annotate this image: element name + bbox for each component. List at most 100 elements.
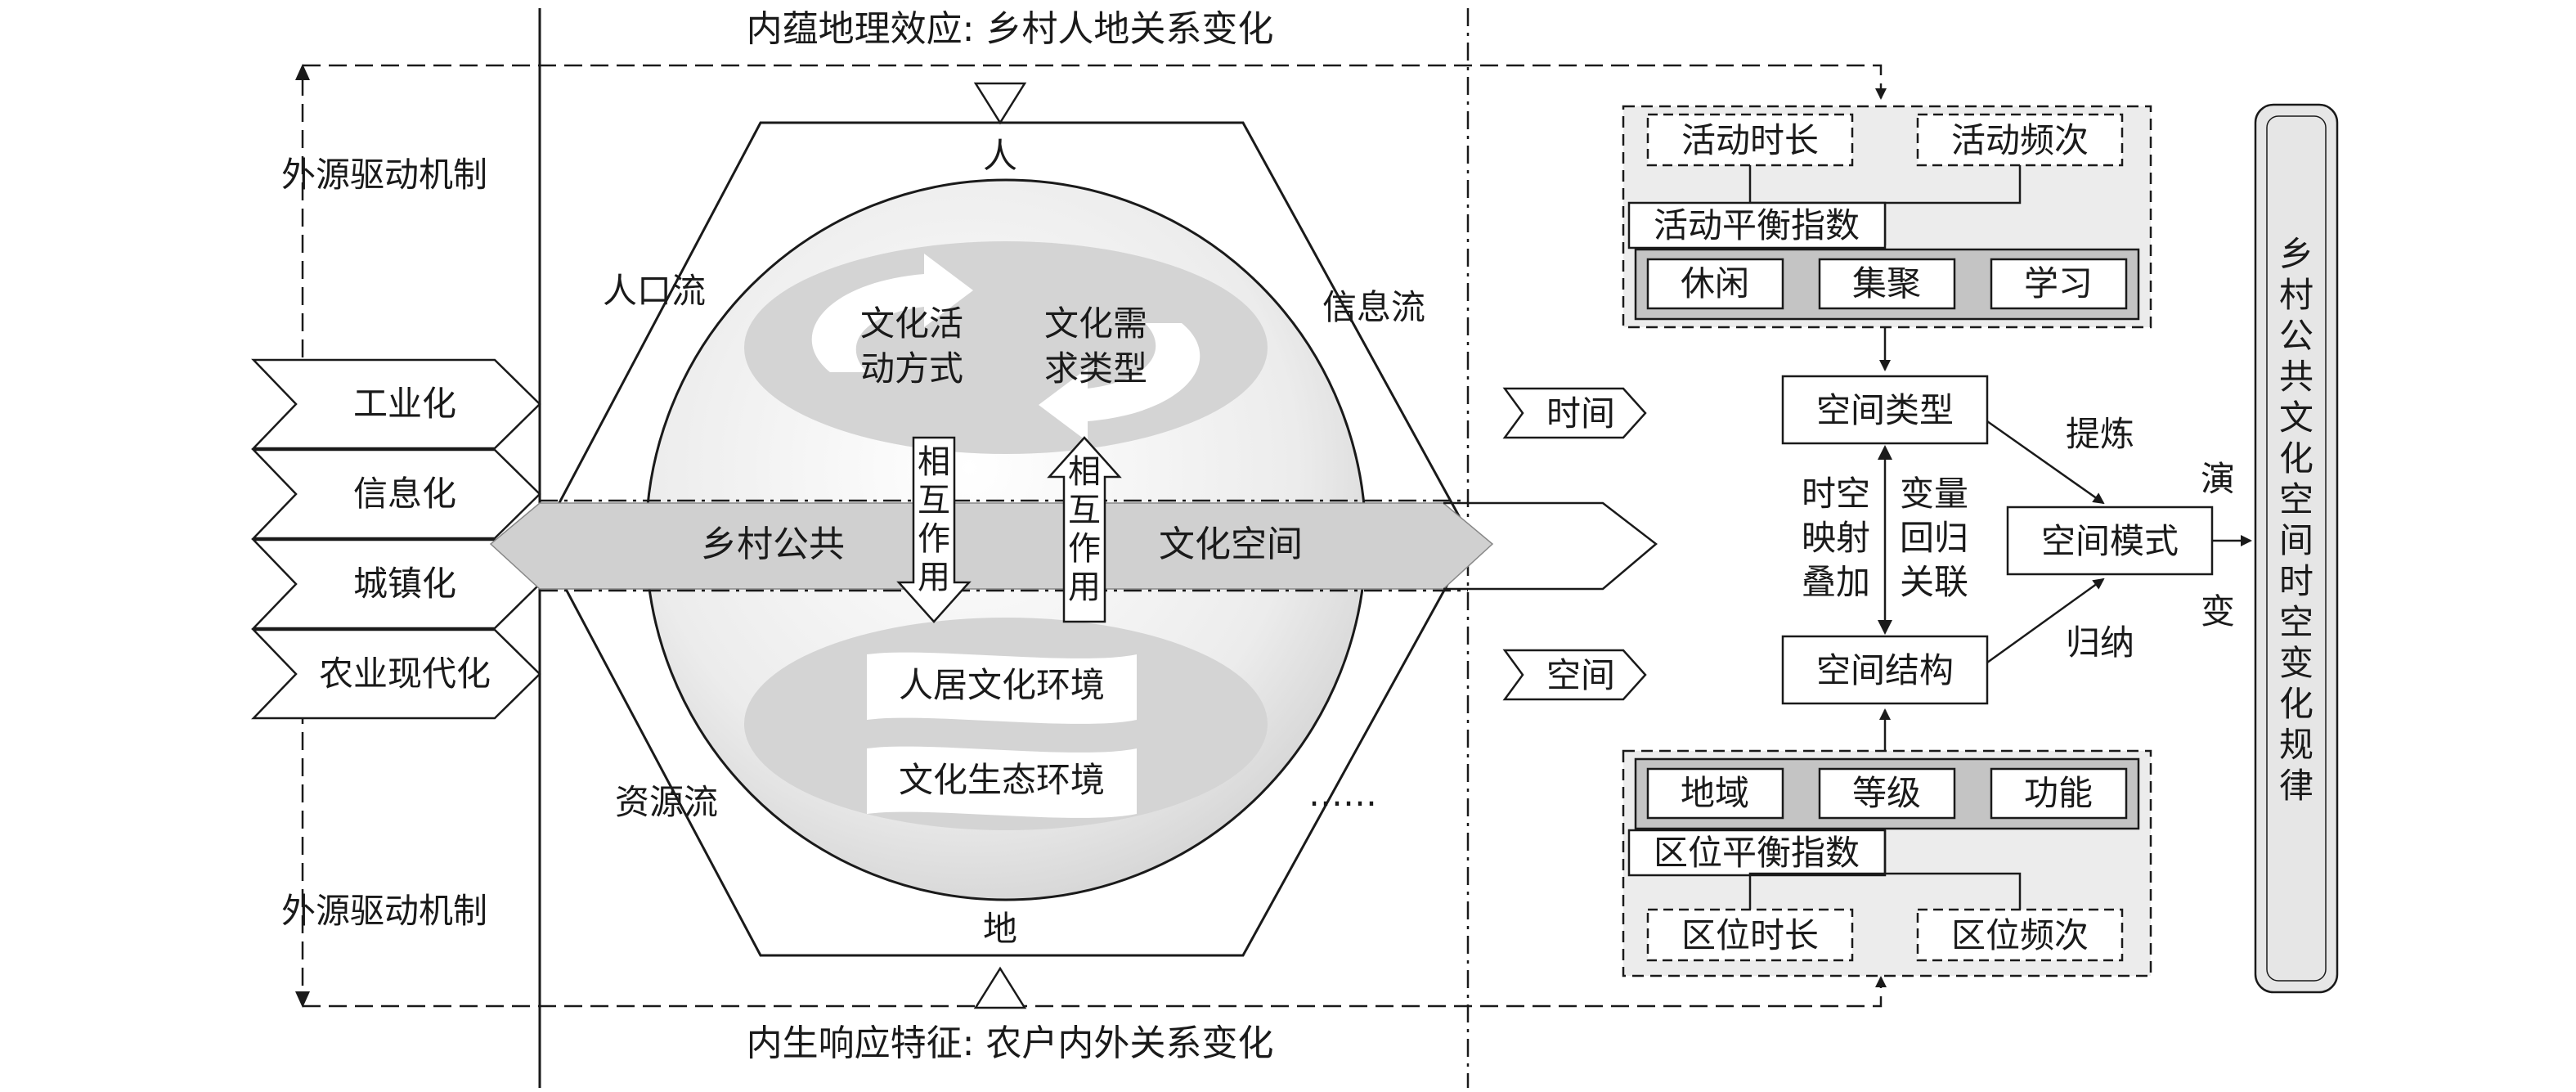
location-type-region: 地域 [1681,773,1749,813]
space-structure-box [1781,635,1989,705]
flow-ellipsis: …… [1308,774,1377,814]
interaction-arrow-up [1047,436,1122,623]
band-label-left: 乡村公共 [701,524,845,565]
interaction-up-c2: 互 [1068,492,1101,529]
flow-population: 人口流 [603,271,706,311]
left-feedback-arrow-up [295,64,310,80]
activity-type-gather-box [1818,258,1956,310]
interaction-up-c4: 用 [1068,568,1101,606]
result-char-9: 时 [2279,561,2313,601]
result-char-12: 化 [2279,684,2313,724]
left-vertical-3: 叠加 [1802,562,1870,602]
induce-label: 归纳 [2066,622,2134,663]
band-outer-arrow [1443,501,1658,591]
activity-frequency: 活动频次 [1951,120,2089,160]
location-index: 区位平衡指数 [1654,833,1860,873]
demand-type-line1: 文化需 [1044,303,1147,344]
activity-type-gather: 集聚 [1852,263,1921,303]
result-char-6: 化 [2279,438,2313,479]
activity-mode-line2: 动方式 [860,348,963,389]
activity-duration-box [1646,113,1854,167]
right-vertical-2: 回归 [1900,518,1968,558]
top-feedback-line [303,64,1887,100]
activity-type-study-box [1990,258,2128,310]
result-text: 乡 村 公 共 文 化 空 间 时 空 变 化 规 律 [2279,234,2313,806]
bottom-triangle-icon [973,966,1027,1009]
refine-label: 提炼 [2066,414,2134,454]
result-char-10: 空 [2279,602,2313,642]
env-label-2: 文化生态环境 [899,760,1105,800]
env-banner-1 [867,652,1137,724]
left-bottom-label: 外源驱动机制 [281,891,487,931]
location-type-function-box [1990,767,2128,820]
env-label-1: 人居文化环境 [899,665,1105,705]
left-vertical-2: 映射 [1802,518,1870,558]
left-vertical-1: 时空 [1802,474,1870,514]
interaction-down-c1: 相 [918,443,950,481]
band-label-right: 文化空间 [1159,524,1303,565]
driver-label-1: 工业化 [353,384,456,424]
type-to-mode-arrow [1986,420,2105,505]
interaction-down-c2: 互 [918,482,950,519]
location-type-grade-box [1818,767,1956,820]
bottom-feedback-line [303,976,1887,1008]
driver-informatization [251,448,541,540]
location-index-box [1627,829,1887,877]
flow-resource: 资源流 [615,782,718,822]
result-char-2: 村 [2279,275,2313,315]
space-type: 空间类型 [1816,390,1954,430]
result-char-13: 规 [2279,725,2313,765]
right-vertical-1: 变量 [1900,474,1968,514]
activity-frequency-box [1916,113,2124,167]
location-type-grade: 等级 [1852,773,1921,813]
driver-label-3: 城镇化 [353,564,456,604]
space-type-box [1781,375,1989,445]
location-duration-box [1646,908,1854,962]
interaction-up-c3: 作 [1068,530,1101,568]
activity-type-leisure: 休闲 [1681,263,1749,303]
structure-to-mode-arrow [1986,577,2105,664]
result-char-11: 变 [2279,643,2313,683]
interaction-down-c4: 用 [918,559,950,596]
result-scroll-inner [2266,115,2327,982]
driver-label-4: 农业现代化 [319,654,491,694]
location-frequency-box [1916,908,2124,962]
interaction-arrow-down [896,436,972,623]
link-arrow-up [1878,445,1892,460]
central-band [489,502,1494,590]
time-tag-shape [1502,387,1647,439]
location-type-region-box [1646,767,1784,820]
space-mode-box [2006,506,2214,576]
activity-type-leisure-box [1646,258,1784,310]
link-arrow-down [1878,620,1892,635]
result-char-14: 律 [2279,766,2313,806]
left-top-label: 外源驱动机制 [281,155,487,195]
evolve-label-1: 演 [2201,459,2235,499]
top-title: 内蕴地理效应: 乡村人地关系变化 [747,8,1274,50]
bottom-title: 内生响应特征: 农户内外关系变化 [747,1022,1274,1064]
result-char-8: 间 [2279,520,2313,560]
right-vertical-3: 关联 [1900,562,1968,602]
location-duration: 区位时长 [1681,915,1819,955]
cycle-arrows-icon [811,254,1200,442]
space-tag-shape [1502,649,1647,701]
interaction-up-c1: 相 [1068,453,1101,491]
interaction-down-c3: 作 [918,520,950,558]
hex-top-label: 人 [983,136,1017,176]
result-char-5: 文 [2279,398,2313,438]
result-char-3: 公 [2279,316,2313,356]
top-triangle-icon [973,82,1027,125]
space-tag: 空间 [1546,655,1615,695]
driver-industrialization [251,358,541,450]
location-connector [1748,830,2022,910]
result-scroll [2254,103,2339,994]
space-mode: 空间模式 [2041,521,2179,561]
location-type-function: 功能 [2024,773,2093,813]
activity-duration: 活动时长 [1681,120,1819,160]
driver-agri-modernization [251,628,541,720]
activity-mode-line1: 文化活 [860,303,963,344]
result-char-4: 共 [2279,357,2313,397]
location-frequency: 区位频次 [1951,915,2089,955]
hex-bottom-label: 地 [983,909,1017,949]
